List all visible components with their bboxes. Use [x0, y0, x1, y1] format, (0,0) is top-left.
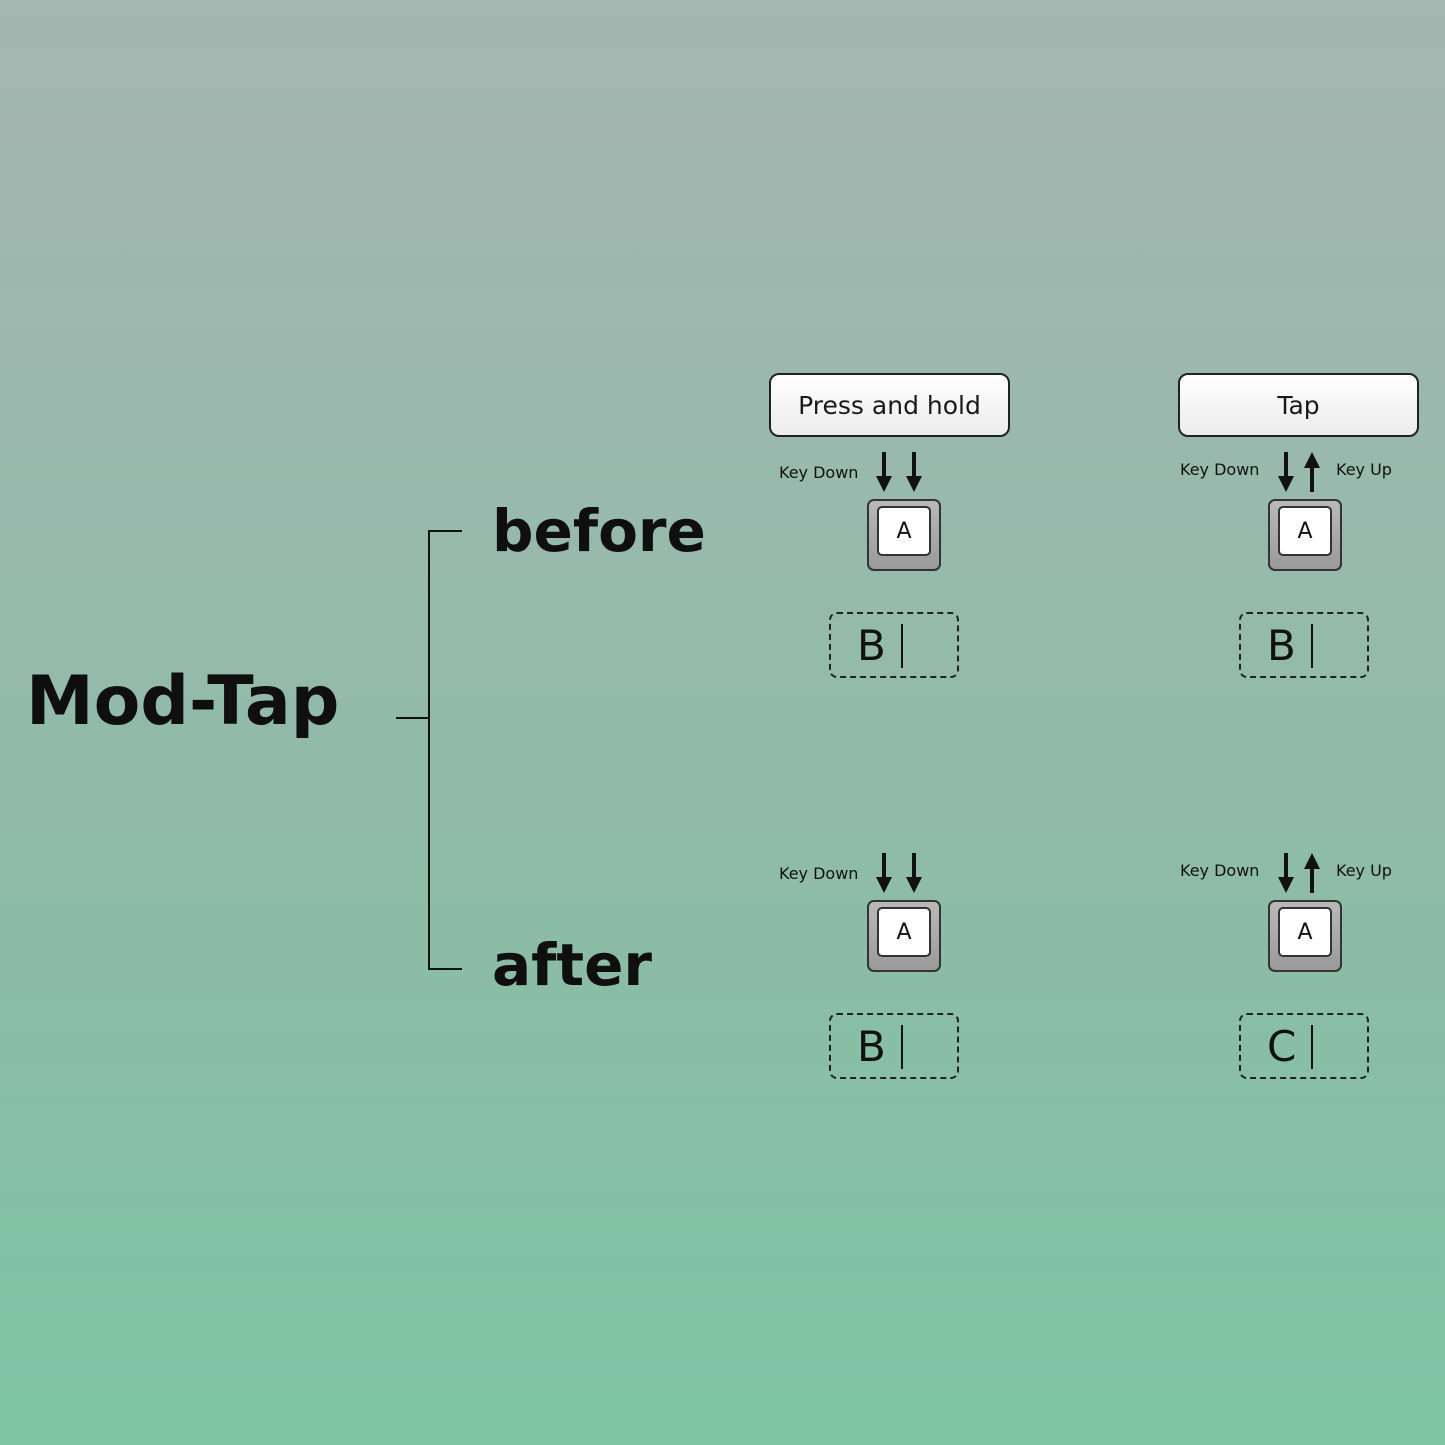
arrow-down-icon [1277, 452, 1295, 492]
output-character: B [857, 1022, 886, 1071]
output-character: B [857, 621, 886, 670]
row-label-after: after [492, 931, 653, 999]
keycap-legend: A [1278, 907, 1332, 957]
row-label-before: before [492, 497, 706, 565]
text-cursor-icon [1311, 624, 1313, 668]
arrow-up-icon [1303, 853, 1321, 893]
key-down-label: Key Down [779, 864, 859, 883]
diagram-title: Mod-Tap [26, 662, 340, 741]
arrow-down-icon [905, 853, 923, 893]
arrow-down-icon [1277, 853, 1295, 893]
key-up-label: Key Up [1336, 861, 1392, 880]
output-character: C [1267, 1022, 1297, 1071]
key-down-label: Key Down [779, 463, 859, 482]
key-up-label: Key Up [1336, 460, 1392, 479]
key-down-label: Key Down [1180, 861, 1260, 880]
connector-after-branch [428, 968, 462, 970]
key-down-label: Key Down [1180, 460, 1260, 479]
keycap: A [867, 499, 941, 571]
connector-stem [396, 717, 430, 719]
arrow-down-icon [875, 452, 893, 492]
output-text-field: B [829, 612, 959, 678]
keycap-legend: A [1278, 506, 1332, 556]
output-text-field: B [829, 1013, 959, 1079]
text-cursor-icon [901, 624, 903, 668]
keycap: A [1268, 499, 1342, 571]
mode-press-and-hold: Press and hold [769, 373, 1010, 437]
mode-tap: Tap [1178, 373, 1419, 437]
text-cursor-icon [1311, 1025, 1313, 1069]
keycap-legend: A [877, 506, 931, 556]
keycap: A [1268, 900, 1342, 972]
arrow-up-icon [1303, 452, 1321, 492]
arrow-down-icon [875, 853, 893, 893]
keycap-legend: A [877, 907, 931, 957]
arrow-down-icon [905, 452, 923, 492]
connector-vertical [428, 530, 430, 970]
keycap: A [867, 900, 941, 972]
output-text-field: B [1239, 612, 1369, 678]
text-cursor-icon [901, 1025, 903, 1069]
connector-before-branch [428, 530, 462, 532]
output-text-field: C [1239, 1013, 1369, 1079]
output-character: B [1267, 621, 1296, 670]
